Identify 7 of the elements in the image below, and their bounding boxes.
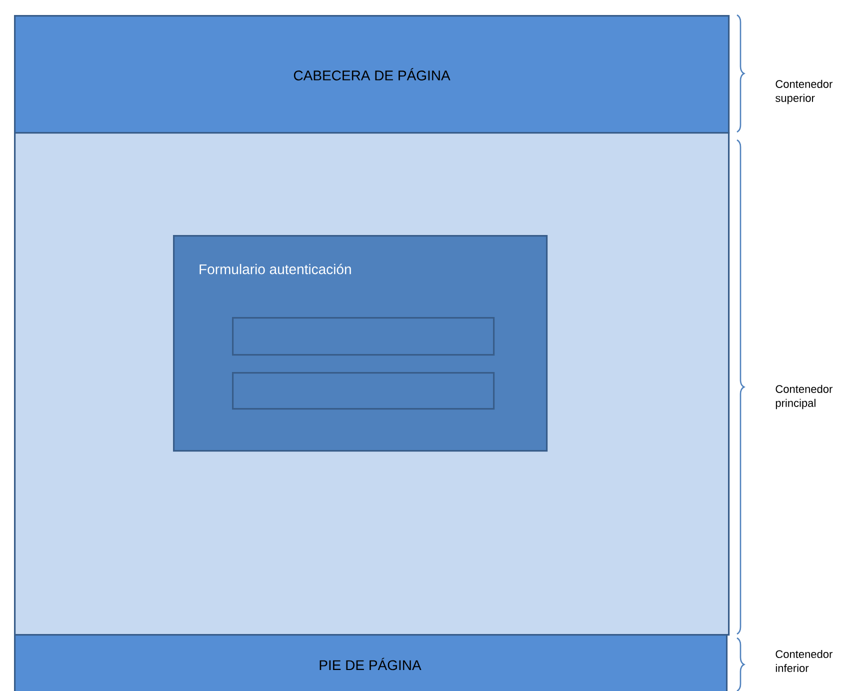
bracket-label: Contenedor principal bbox=[776, 384, 832, 410]
header-band: CABECERA DE PÁGINA bbox=[14, 15, 730, 134]
bracket-label: Contenedor superior bbox=[776, 80, 832, 104]
input-field bbox=[232, 317, 495, 356]
input-field bbox=[232, 372, 495, 410]
bracket-label: Contenedor inferior bbox=[776, 650, 832, 672]
footer-band: PIE DE PÁGINA bbox=[14, 634, 728, 691]
